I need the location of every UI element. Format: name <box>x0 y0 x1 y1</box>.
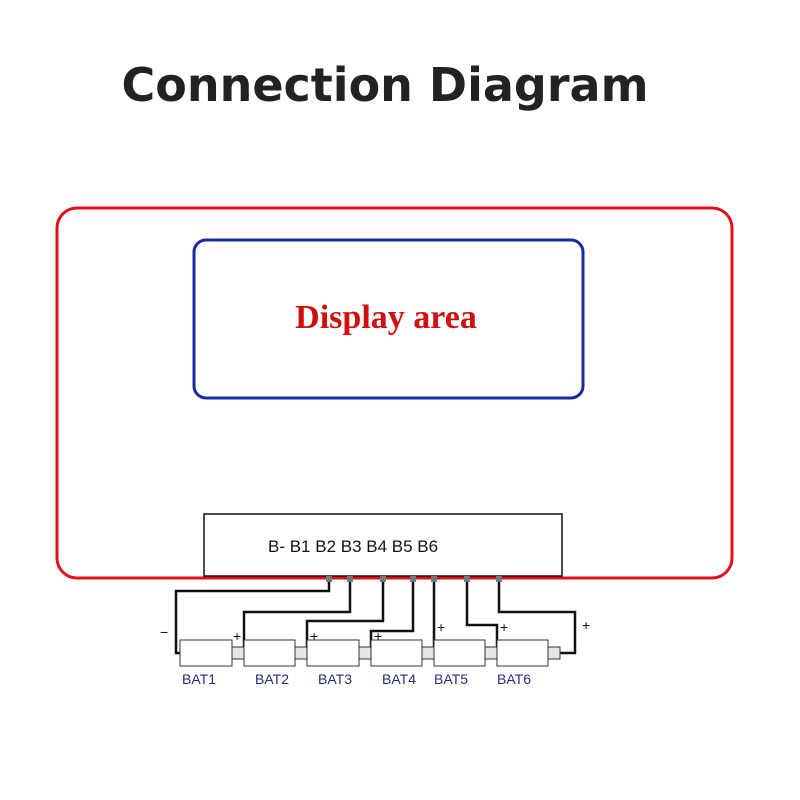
pin-header-box <box>203 513 563 577</box>
wire-b-minus <box>174 582 331 655</box>
board-outline <box>55 206 734 580</box>
battery-bat2 <box>243 639 308 667</box>
battery-terminal <box>358 646 372 660</box>
battery-bat3 <box>306 639 372 667</box>
battery-body <box>433 639 486 667</box>
battery-bat6 <box>496 639 561 667</box>
wire-b2 <box>305 582 385 653</box>
battery-label: BAT6 <box>497 671 531 687</box>
battery-label: BAT5 <box>434 671 468 687</box>
pin-stub <box>410 576 416 582</box>
battery-label: BAT2 <box>255 671 289 687</box>
pin-header-label: B- B1 B2 B3 B4 B5 B6 <box>268 537 438 556</box>
wire-b6 <box>497 582 577 655</box>
battery-terminal <box>421 646 435 660</box>
wire-b1 <box>242 582 352 653</box>
pin-stub <box>431 576 437 582</box>
battery-bat4 <box>370 639 435 667</box>
battery-label: BAT4 <box>382 671 416 687</box>
pin-stub <box>326 576 332 582</box>
plus-sign: + <box>310 628 318 644</box>
pin-stub <box>380 576 386 582</box>
pin-stub <box>464 576 470 582</box>
pin-stubs <box>326 576 502 582</box>
display-area-box <box>192 238 585 400</box>
battery-terminal <box>294 646 308 660</box>
battery-body <box>496 639 549 667</box>
battery-label: BAT3 <box>318 671 352 687</box>
plus-sign: + <box>233 628 241 644</box>
plus-sign: + <box>374 628 382 644</box>
battery-body <box>243 639 296 667</box>
plus-sign: + <box>500 619 508 635</box>
battery-label: BAT1 <box>182 671 216 687</box>
plus-sign: + <box>582 617 590 633</box>
pin-stub <box>347 576 353 582</box>
wire-b5 <box>465 582 499 653</box>
pin-stub <box>496 576 502 582</box>
minus-sign: − <box>160 624 168 640</box>
plus-sign: + <box>437 619 445 635</box>
battery-body <box>179 639 233 667</box>
battery-bat1 <box>179 639 245 667</box>
battery-bat5 <box>433 639 498 667</box>
page-title: Connection Diagram <box>121 58 649 112</box>
battery-terminal <box>484 646 498 660</box>
battery-body <box>370 639 423 667</box>
display-area-label: Display area <box>295 299 477 336</box>
wires <box>174 582 577 655</box>
battery-terminal <box>547 646 561 660</box>
battery-terminal <box>231 646 245 660</box>
